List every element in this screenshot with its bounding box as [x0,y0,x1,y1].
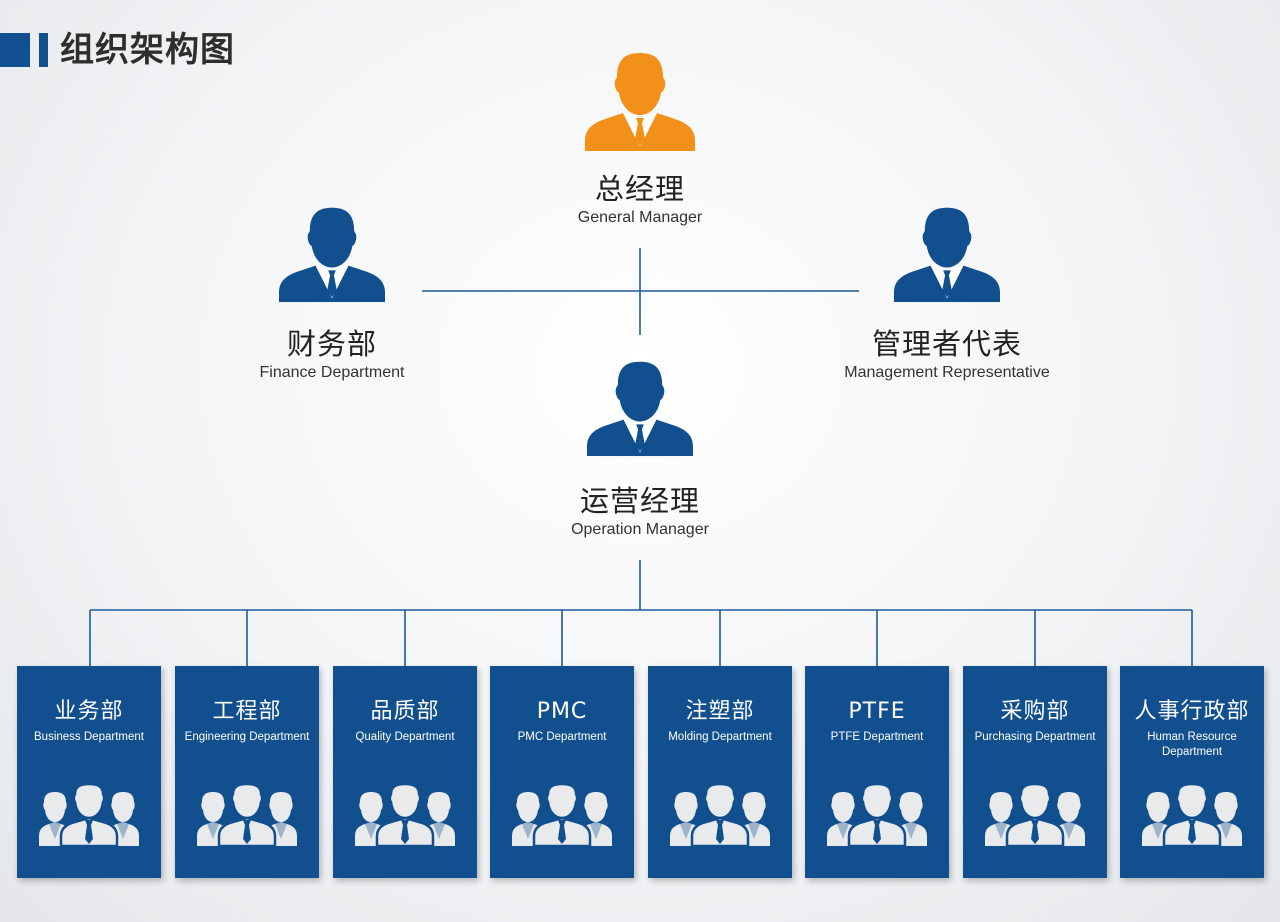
department-name-en: Human Resource Department [1147,731,1237,758]
department-name-cn: 业务部 [54,699,124,724]
department-name-cn: 品质部 [370,699,440,724]
node-title-cn: 总经理 [594,172,686,206]
node-title-cn: 财务部 [286,327,377,361]
department-name-cn: 工程部 [212,699,282,724]
team-icon [670,784,770,846]
page-title: 组织架构图 [60,30,235,70]
department-name-cn: PTFE [848,699,906,724]
department-name-en: PTFE Department [830,731,924,743]
department-card: 品质部 Quality Department [333,666,477,878]
person-icon [587,354,693,462]
node-title-en: Finance Department [259,364,405,381]
team-icon [512,784,612,846]
general-manager-node: 总经理 General Manager [578,171,703,229]
department-name-cn: 采购部 [1000,699,1070,724]
team-icon [827,784,927,846]
department-name-en: Purchasing Department [974,731,1096,743]
team-icon [355,784,455,846]
department-name-cn: PMC [536,699,588,724]
person-icon-orange [585,45,695,157]
node-title-en: Operation Manager [571,521,709,538]
title-accent-stripe [39,33,48,67]
department-card: PTFE PTFE Department [805,666,949,878]
node-title-en: General Manager [577,209,703,226]
finance-node: 财务部 Finance Department [260,326,405,384]
person-icon [279,200,385,308]
department-name-en: Quality Department [355,731,455,743]
department-name-en: Business Department [34,731,144,743]
department-card: 注塑部 Molding Department [648,666,792,878]
title-accent-block [0,33,30,67]
team-icon [985,784,1085,846]
department-name-cn: 注塑部 [685,699,755,724]
team-icon [1142,784,1242,846]
person-icon [894,200,1000,308]
management-rep-node: 管理者代表 Management Representative [844,326,1049,384]
team-icon [197,784,297,846]
department-name-en: Engineering Department [184,731,310,743]
department-card: 工程部 Engineering Department [175,666,319,878]
department-name-en: PMC Department [517,731,607,743]
department-card: 业务部 Business Department [17,666,161,878]
department-card: 采购部 Purchasing Department [963,666,1107,878]
department-name-cn: 人事行政部 [1134,699,1250,724]
node-title-en: Management Representative [844,364,1050,381]
department-card: 人事行政部 Human Resource Department [1120,666,1264,878]
node-title-cn: 运营经理 [579,484,701,518]
node-title-cn: 管理者代表 [871,327,1023,361]
team-icon [39,784,139,846]
operation-manager-node: 运营经理 Operation Manager [571,483,709,541]
department-card: PMC PMC Department [490,666,634,878]
department-name-en: Molding Department [668,731,772,743]
